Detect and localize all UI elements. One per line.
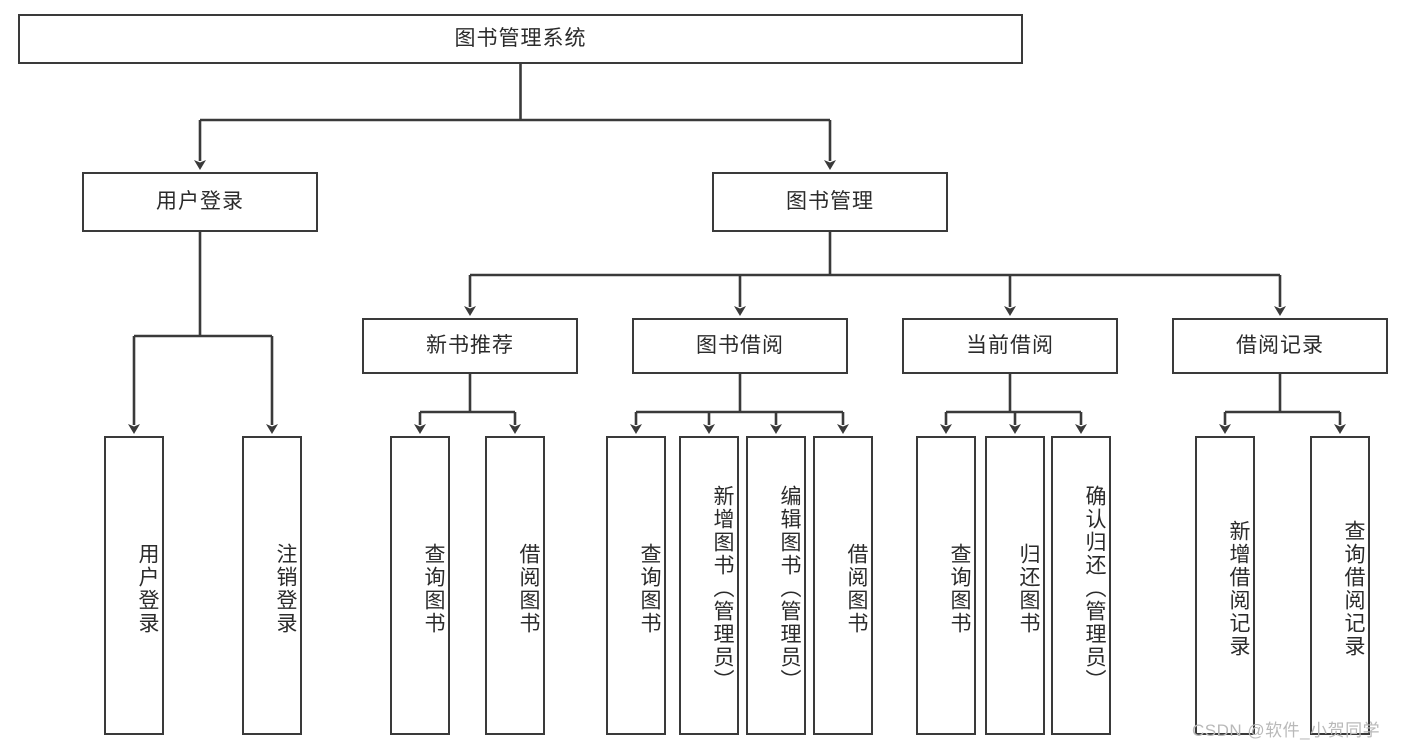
node-label: 确认归还（管理员） [1083,485,1106,692]
node-user-login[interactable]: 用户登录 [82,172,318,232]
node-label: 查询图书 [422,542,445,635]
node-label: 查询图书 [638,542,661,635]
node-label: 注销登录 [274,542,297,635]
node-leaf-query-book-2[interactable]: 查询图书 [606,436,666,735]
node-current-borrow[interactable]: 当前借阅 [902,318,1118,374]
node-borrow-record[interactable]: 借阅记录 [1172,318,1388,374]
node-label: 查询图书 [948,542,971,635]
node-label: 图书管理系统 [454,27,587,51]
node-label: 借阅记录 [1236,334,1324,358]
node-label: 借阅图书 [845,542,868,635]
node-leaf-query-book-3[interactable]: 查询图书 [916,436,976,735]
node-leaf-query-record[interactable]: 查询借阅记录 [1310,436,1370,735]
node-leaf-add-record[interactable]: 新增借阅记录 [1195,436,1255,735]
node-leaf-user-logout[interactable]: 注销登录 [242,436,302,735]
watermark-csdn: CSDN @软件_小贺同学 [1192,721,1381,740]
node-label: 当前借阅 [966,334,1054,358]
node-label: 用户登录 [136,542,159,635]
node-leaf-query-book-1[interactable]: 查询图书 [390,436,450,735]
node-label: 查询借阅记录 [1342,519,1365,658]
node-new-book-rec[interactable]: 新书推荐 [362,318,578,374]
node-label: 借阅图书 [517,542,540,635]
node-label: 用户登录 [156,190,244,214]
node-book-borrow[interactable]: 图书借阅 [632,318,848,374]
node-leaf-borrow-book-2[interactable]: 借阅图书 [813,436,873,735]
node-leaf-add-book[interactable]: 新增图书（管理员） [679,436,739,735]
node-label: 归还图书 [1017,542,1040,635]
node-leaf-borrow-book-1[interactable]: 借阅图书 [485,436,545,735]
node-label: 新增图书（管理员） [711,485,734,692]
node-label: 新书推荐 [426,334,514,358]
node-label: 新增借阅记录 [1227,519,1250,658]
node-book-manage[interactable]: 图书管理 [712,172,948,232]
node-label: 图书管理 [786,190,874,214]
node-label: 图书借阅 [696,334,784,358]
node-root-root[interactable]: 图书管理系统 [18,14,1023,64]
node-label: 编辑图书（管理员） [778,485,801,692]
node-leaf-confirm-return[interactable]: 确认归还（管理员） [1051,436,1111,735]
node-leaf-user-login[interactable]: 用户登录 [104,436,164,735]
node-leaf-edit-book[interactable]: 编辑图书（管理员） [746,436,806,735]
node-leaf-return-book[interactable]: 归还图书 [985,436,1045,735]
